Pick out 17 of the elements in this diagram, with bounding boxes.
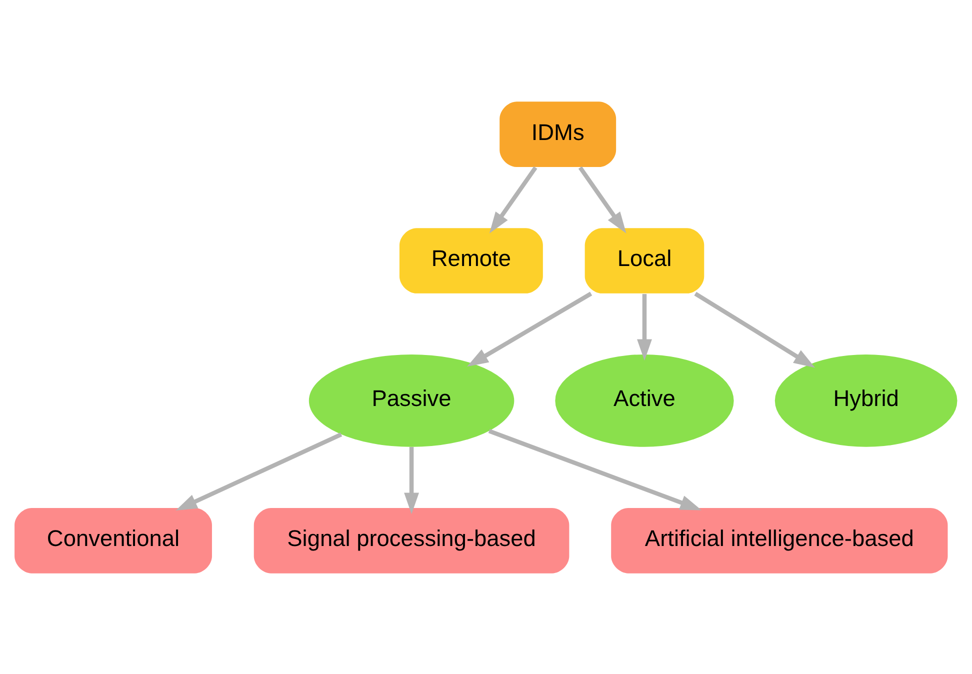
node-ellipse: Passive <box>308 354 514 446</box>
node-box: Remote <box>399 228 543 293</box>
node-box: Artificial intelligence-based <box>611 507 948 573</box>
arrow <box>404 446 420 514</box>
arrow <box>489 166 538 233</box>
node-box: Local <box>584 228 704 293</box>
node-box: IDMs <box>500 101 616 167</box>
node-box: Conventional <box>14 507 212 573</box>
arrow <box>466 291 592 366</box>
arrow <box>637 293 652 360</box>
node-ellipse: Hybrid <box>774 354 958 446</box>
arrow <box>694 291 816 368</box>
node-box: Signal processing-based <box>254 507 570 573</box>
arrow <box>488 428 702 510</box>
arrow <box>578 166 626 233</box>
arrow <box>176 432 342 510</box>
node-ellipse: Active <box>555 354 734 446</box>
